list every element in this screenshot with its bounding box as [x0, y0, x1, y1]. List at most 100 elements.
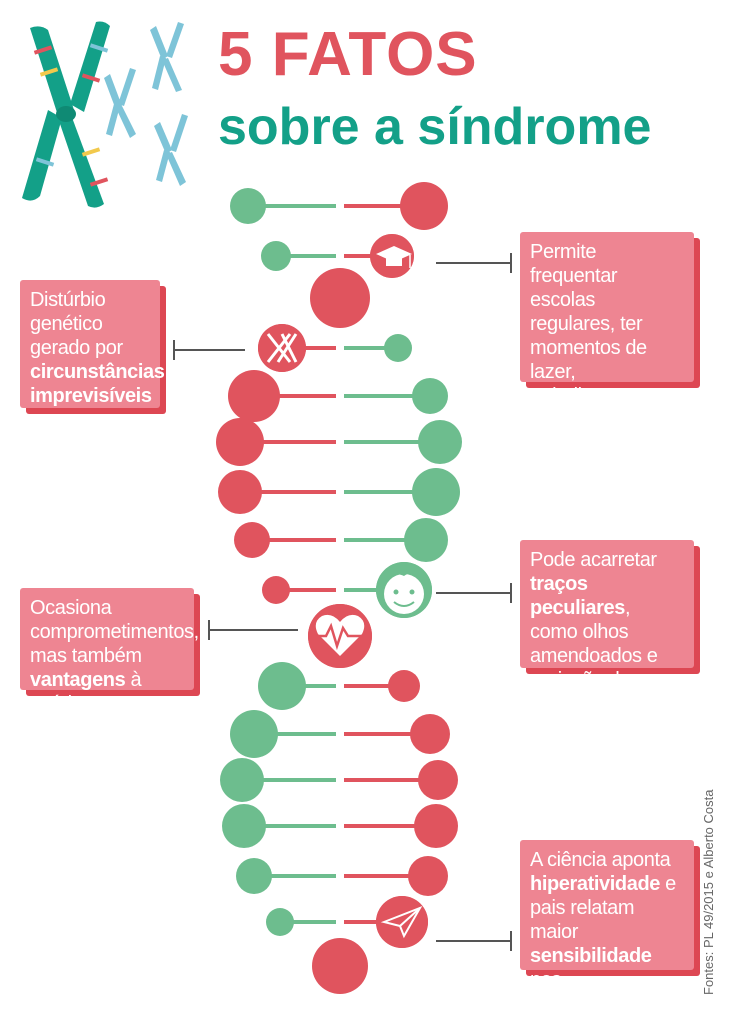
dna-rung-left [254, 394, 336, 398]
dna-base-right [412, 378, 448, 414]
smiling-face-icon [376, 562, 432, 618]
connector-line [436, 592, 512, 594]
dna-rung-left [282, 346, 336, 350]
connector-line [436, 262, 512, 264]
dna-rung-right [344, 778, 438, 782]
dna-rung-right [344, 440, 440, 444]
dna-base-right [418, 760, 458, 800]
dna-rung-left [240, 440, 336, 444]
fact-line: pais relatam maior [530, 896, 684, 944]
fact-line: vantagens à saúde [30, 668, 184, 716]
connector-line [208, 629, 298, 631]
fact-line-suffix: , [624, 597, 631, 619]
fact-line-text: genético [30, 313, 103, 335]
dna-rung-right [344, 684, 404, 688]
dna-base-left [258, 662, 306, 710]
fact-line-suffix: nos [530, 969, 562, 991]
dna-base-left [230, 710, 278, 758]
dna-rung-right [344, 874, 428, 878]
fact-highlight: traços peculiares [530, 573, 625, 619]
large-chromosome-icon [22, 21, 110, 208]
heartbeat-icon [308, 604, 372, 668]
fact-line: gerado por [30, 336, 150, 360]
fact-line-suffix: e [660, 873, 676, 895]
fact-line: trabalho e uma [530, 384, 684, 408]
dna-rung-right [344, 346, 398, 350]
dna-base-right [384, 334, 412, 362]
graduation-cap-icon [370, 234, 414, 278]
dna-rung-left [254, 874, 336, 878]
dna-base-left [228, 370, 280, 422]
fact-line: comprometimentos, [30, 620, 199, 644]
fact-line: projeção da língua [530, 668, 684, 716]
fact-line-text: frequentar escolas [530, 265, 618, 311]
fact-line-text: Pode acarretar [530, 549, 657, 571]
dna-base-right [412, 468, 460, 516]
fact-line-text: Ocasiona [30, 597, 112, 619]
fact-line-text: pais relatam maior [530, 897, 635, 943]
fact-line-text: portadores [530, 993, 622, 1015]
dna-rung-right [344, 538, 426, 542]
source-credit: Fontes: PL 49/2015 e Alberto Costa [701, 789, 716, 996]
fact-line: frequentar escolas [530, 264, 684, 312]
page-title-number: 5 FATOS [218, 20, 478, 89]
dna-base-left [222, 804, 266, 848]
fact-line: vida autônoma [530, 408, 684, 432]
fact-line: momentos de lazer, [530, 336, 684, 384]
dna-rung-left [244, 824, 336, 828]
fact-line: genético [30, 312, 150, 336]
fact-line: hiperatividade e [530, 872, 684, 896]
fact-line-text: momentos de lazer, [530, 337, 647, 383]
fact-line: Distúrbio [30, 288, 150, 312]
fact-line-text: gerado por [30, 337, 123, 359]
fact-line: regulares, ter [530, 312, 684, 336]
dna-base-left [262, 576, 290, 604]
fact-highlight: circunstâncias [30, 361, 165, 383]
dna-base-right [408, 856, 448, 896]
fact-line-text: como olhos [530, 621, 629, 643]
fact-line-text: mas também [30, 645, 142, 667]
fact-highlight: hiperatividade [530, 873, 660, 895]
dna-base-left [220, 758, 264, 802]
dna-base-center [310, 268, 370, 328]
dna-base-right [410, 714, 450, 754]
fact-line-text: A ciência aponta [530, 849, 671, 871]
dna-rung-right [344, 254, 392, 258]
dna-base-right [418, 420, 462, 464]
fact-line: traços peculiares, [530, 572, 684, 620]
dna-base-left [218, 470, 262, 514]
fact-line-text: Distúrbio [30, 289, 106, 311]
dna-rung-left [276, 254, 336, 258]
connector-line [436, 940, 512, 942]
fact-line: Permite [530, 240, 684, 264]
fact-line: A ciência aponta [530, 848, 684, 872]
fact-line: imprevisíveis [30, 384, 152, 408]
fact-line: mas também [30, 644, 184, 668]
fact-line: Pode acarretar [530, 548, 684, 572]
fact-highlight: vantagens [30, 669, 126, 691]
dna-rung-left [248, 204, 336, 208]
fact-line: como olhos [530, 620, 684, 644]
dna-base-right [414, 804, 458, 848]
dna-rung-right [344, 732, 430, 736]
page-title: sobre a síndrome [218, 98, 652, 156]
connector-tick [510, 583, 512, 603]
dna-rung-right [344, 588, 404, 592]
fact-highlight: sensibilidade [530, 945, 652, 967]
dna-base-right [400, 182, 448, 230]
dna-rung-left [252, 538, 336, 542]
dna-base-left [234, 522, 270, 558]
dna-rung-right [344, 490, 436, 494]
dna-rung-right [344, 824, 436, 828]
fact-line-text: amendoados e [530, 645, 658, 667]
dna-base-left [261, 241, 291, 271]
dna-base-center [312, 938, 368, 994]
connector-tick [510, 253, 512, 273]
dna-base-left [266, 908, 294, 936]
